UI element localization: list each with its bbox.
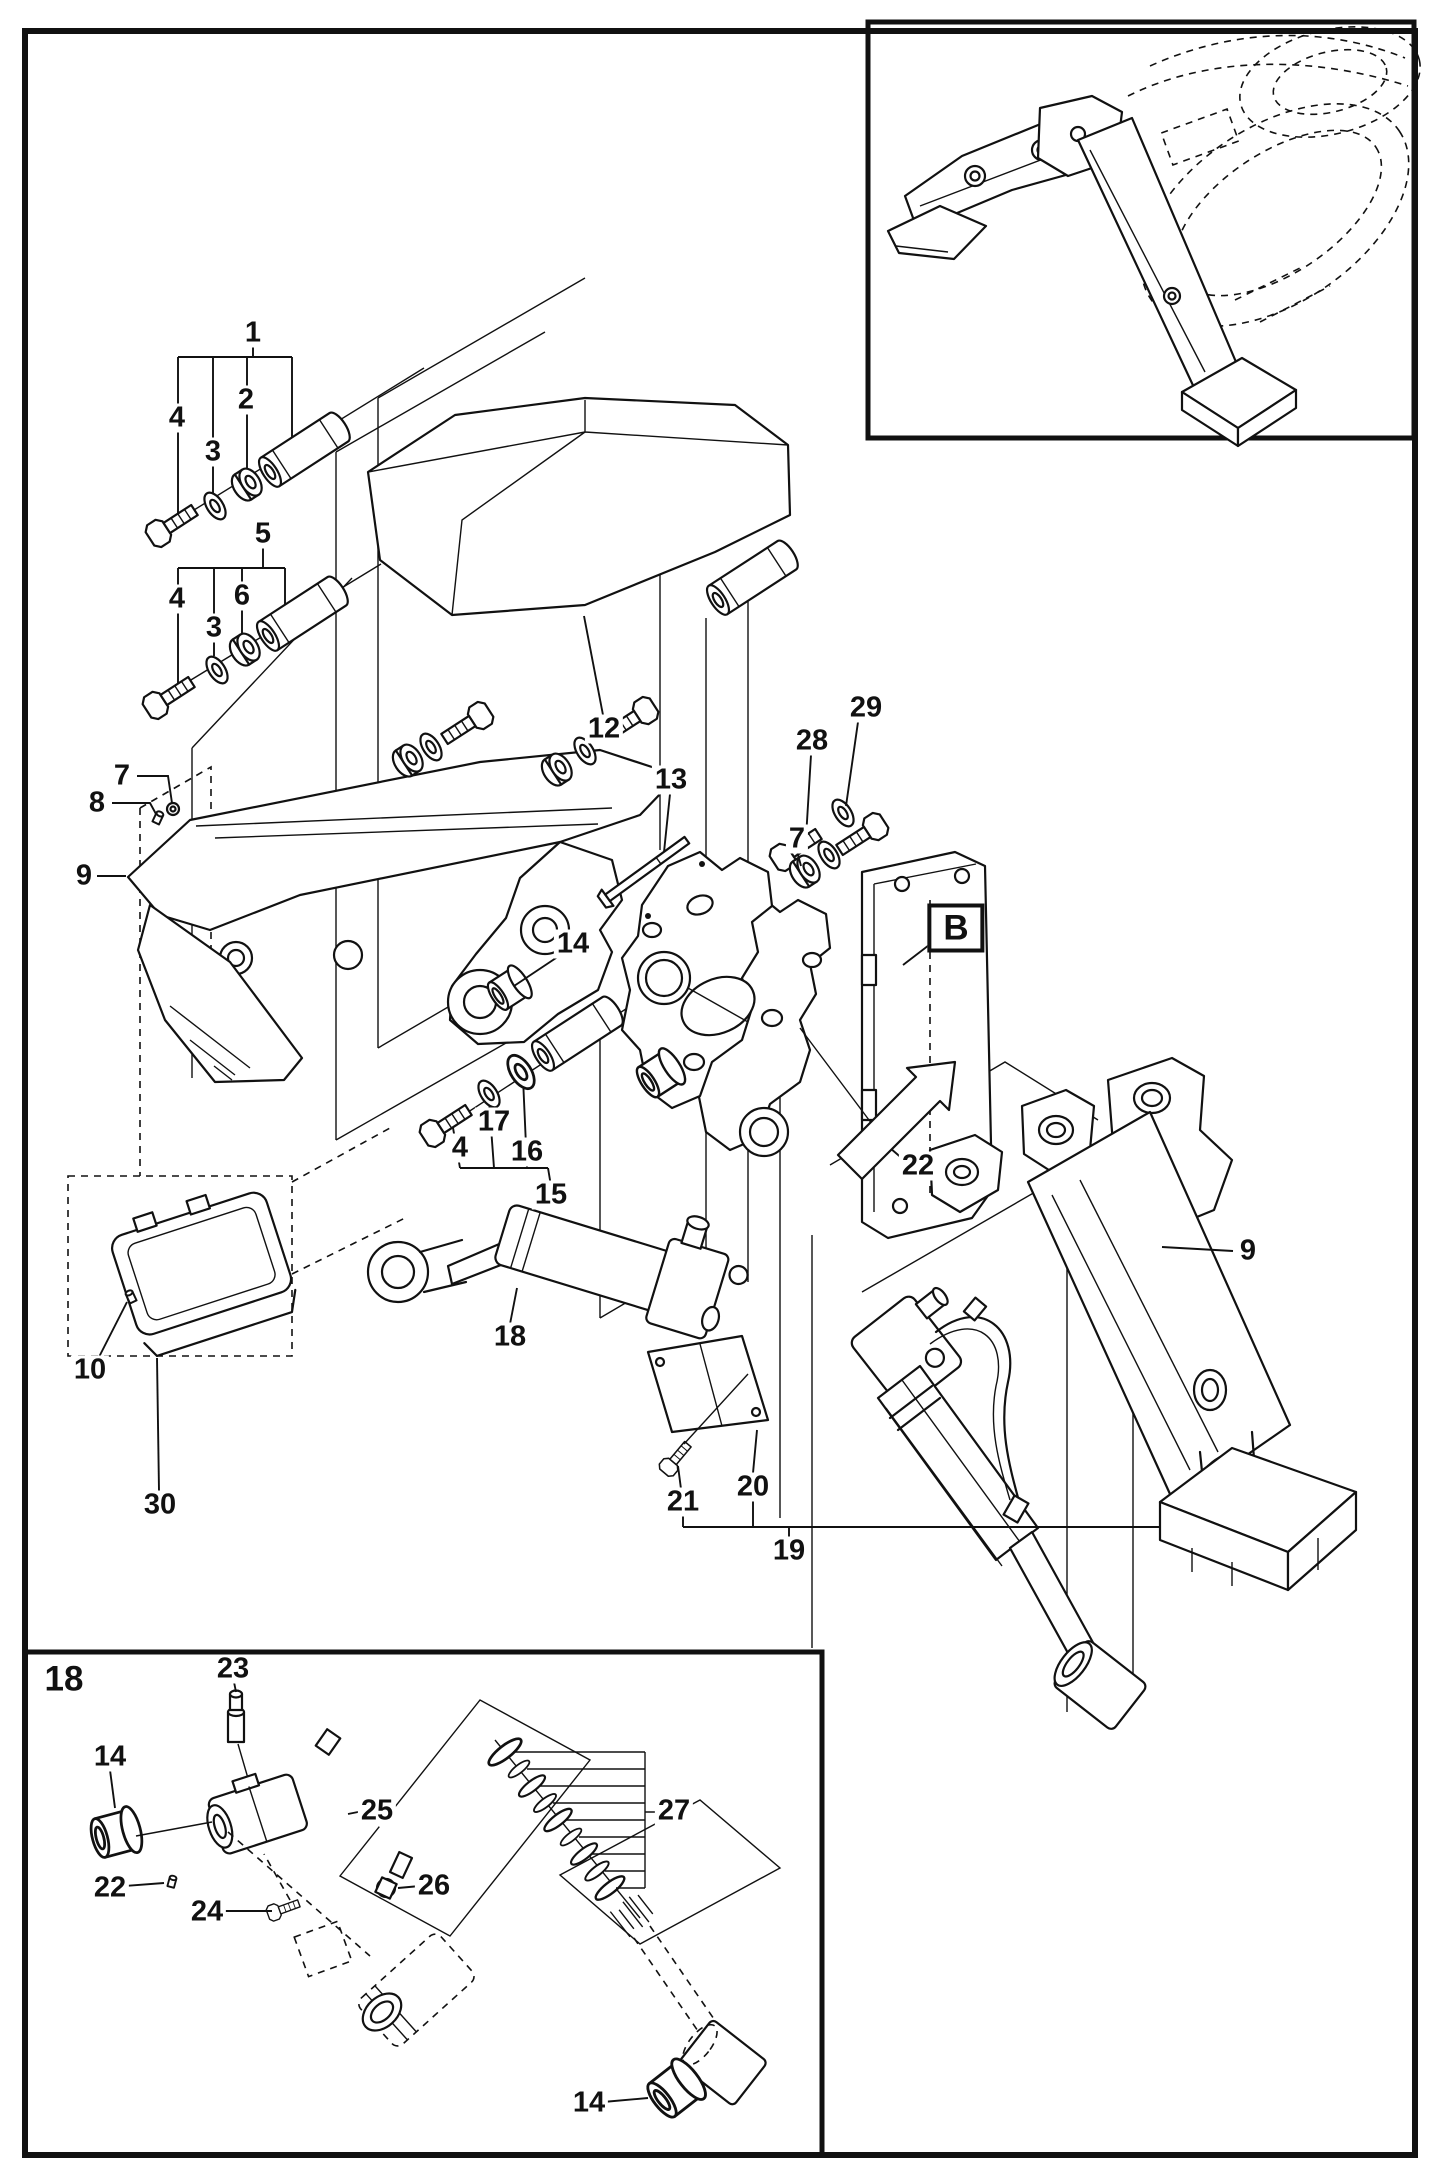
fastener-group-5 — [138, 548, 354, 723]
part-callout-c7b: 7 — [785, 824, 809, 854]
inset-outrigger-assembly — [886, 94, 1298, 448]
part-callout-c28: 28 — [792, 726, 832, 756]
part-callout-c19: 19 — [769, 1536, 809, 1566]
bolt-28-washer-29 — [765, 721, 859, 875]
cover-20-bolt-21 — [646, 1334, 1160, 1538]
part-callout-c1: 1 — [241, 318, 265, 348]
part-callout-c21: 21 — [663, 1487, 703, 1517]
seal-kit-27 — [484, 1733, 658, 1919]
page-border — [22, 28, 1418, 2158]
part-callout-c4c: 4 — [448, 1133, 472, 1163]
part-callout-d18: 18 — [41, 1661, 87, 1697]
part-callout-c9a: 9 — [72, 861, 96, 891]
fastener-group-1 — [141, 344, 356, 551]
part-callout-c3b: 3 — [202, 613, 226, 643]
part-callout-c16: 16 — [507, 1137, 547, 1167]
part-callout-c5: 5 — [251, 519, 275, 549]
part-callout-c4a: 4 — [165, 403, 189, 433]
direction-arrow — [836, 1060, 957, 1181]
part-callout-c8: 8 — [85, 788, 109, 818]
part-callout-c6: 6 — [230, 581, 254, 611]
part-callout-d25: 25 — [357, 1796, 397, 1826]
part-callout-c4b: 4 — [165, 584, 189, 614]
hydraulic-cylinder-19 — [850, 1286, 1147, 1730]
foot-pad-kit-30 — [67, 1127, 406, 1492]
part-callout-c7a: 7 — [110, 761, 134, 791]
piston-rod-detail — [602, 1894, 767, 2126]
part-callout-d14b: 14 — [569, 2088, 609, 2118]
part-callout-d23: 23 — [213, 1654, 253, 1684]
nut-7-hardware — [784, 809, 893, 893]
part-callout-c18m: 18 — [490, 1322, 530, 1352]
part-callout-c20: 20 — [733, 1472, 773, 1502]
part-callout-c2: 2 — [234, 385, 258, 415]
top-cover-12 — [366, 396, 804, 716]
part-callout-d24: 24 — [187, 1897, 227, 1927]
detail-box-18 — [28, 1649, 825, 2152]
right-outrigger-leg — [1020, 1056, 1358, 1592]
part-callout-d14a: 14 — [90, 1742, 130, 1772]
part-callout-c22m: 22 — [898, 1151, 938, 1181]
grease-nipple-23 — [226, 1681, 253, 1793]
part-callout-c3a: 3 — [201, 437, 225, 467]
part-callout-c15: 15 — [531, 1180, 571, 1210]
part-callout-c14a: 14 — [553, 929, 593, 959]
part-callout-d26: 26 — [414, 1871, 454, 1901]
part-callout-c13: 13 — [651, 765, 691, 795]
part-callout-c17: 17 — [474, 1107, 514, 1137]
part-callout-c12: 12 — [584, 714, 624, 744]
part-callout-d27: 27 — [654, 1796, 694, 1826]
part-callout-c29: 29 — [846, 693, 886, 723]
fitting-26 — [374, 1876, 421, 1900]
rod-clamp-block — [206, 1772, 308, 1855]
part-callout-c9b: 9 — [1236, 1236, 1260, 1266]
long-bolt-13 — [596, 793, 691, 909]
part-callout-c30: 30 — [140, 1490, 180, 1520]
cylinder-barrel-detail — [293, 1920, 475, 2047]
part-callout-cB: B — [927, 903, 985, 953]
left-outrigger-arm — [97, 748, 664, 1176]
part-callout-d22: 22 — [90, 1873, 130, 1903]
part-callout-c10: 10 — [70, 1355, 110, 1385]
inset-overview-box — [865, 19, 1421, 448]
hydraulic-cylinder-18 — [366, 1204, 749, 1340]
